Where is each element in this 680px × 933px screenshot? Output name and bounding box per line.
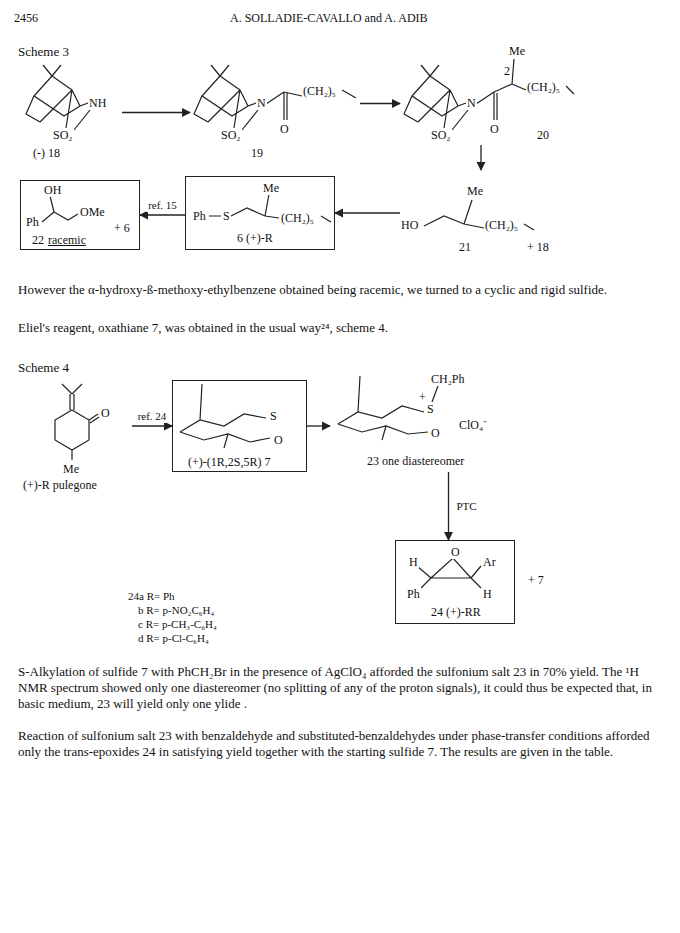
sultam-compound: NH SO₂ (-) 18 [22, 62, 122, 163]
atom-label: N [256, 96, 267, 110]
alcohol-compound: MeHO (CH₂)₅ 21 + 18 [400, 170, 562, 257]
atom-label: (CH₂)₅ [302, 84, 337, 98]
reaction-arrow [140, 214, 185, 215]
atom-label: SO₂ [430, 128, 452, 142]
substituent-entry: c R= p-CH₃-C₆H₄ [138, 616, 217, 632]
atom-label: N [466, 96, 477, 110]
atom-label: OH [43, 183, 62, 197]
atom-label: SO₂ [52, 128, 74, 142]
atom-label: S [222, 209, 231, 223]
atom-label: O [100, 406, 111, 420]
reaction-arrow [132, 425, 172, 426]
atom-label: H [408, 555, 419, 569]
sultam-skeleton [26, 65, 90, 130]
atom-label: S [426, 402, 435, 416]
hydroxy-ether-bonds [42, 196, 78, 222]
atom-label: (-) 18 [32, 146, 61, 160]
atom-label: (+)-(1R,2S,5R) 7 [187, 455, 271, 469]
reagent-label: ref. 24 [136, 410, 169, 423]
atom-label: (CH₂)₅ [280, 211, 315, 225]
atom-label: S [269, 409, 278, 423]
body-paragraph: Eliel's reagent, oxathiane 7, was obtain… [18, 320, 663, 336]
atom-label: 2 [503, 64, 511, 78]
atom-label: 6 (+)-R [236, 231, 274, 245]
atom-label: 23 one diastereomer [366, 454, 465, 468]
coproduct-note: + 7 [528, 572, 544, 588]
atom-label: racemic [47, 233, 87, 247]
atom-label: O [450, 545, 461, 559]
atom-label: (CH₂)₅ [484, 218, 519, 232]
sulfonium-chair [338, 376, 438, 440]
epoxide-ring [417, 558, 481, 588]
atom-label: O [273, 433, 284, 447]
atom-label: SO₂ [220, 128, 242, 142]
sulfide-box: MePh S (CH₂)₅ 6 (+)-R [185, 176, 335, 250]
sultam-skeleton [194, 65, 258, 130]
acyl-sultam: N SO₂ (CH₂)₅ O 19 [190, 62, 360, 163]
atom-label: Me [262, 181, 280, 195]
atom-label: 22 [31, 233, 45, 247]
reaction-arrow [480, 145, 481, 170]
page-number: 2456 [14, 10, 38, 26]
product-box: OH OMePh 22racemic + 6 [20, 180, 140, 250]
atom-label: Ph [25, 215, 40, 229]
atom-label: + 6 [113, 221, 131, 235]
atom-label: OMe [79, 205, 106, 219]
atom-label: 20 [536, 128, 550, 142]
atom-label: HO [400, 218, 419, 232]
atom-label: CH₂Ph [430, 372, 466, 386]
atom-label: Me [466, 184, 484, 198]
reaction-arrow [307, 425, 330, 426]
atom-label: (+)-R pulegone [22, 478, 98, 492]
atom-label: NH [88, 96, 107, 110]
oxathiane-chair [180, 384, 270, 448]
pulegone-compound: O Me (+)-R pulegone [22, 378, 132, 495]
atom-label: Ph [192, 209, 207, 223]
body-paragraph: However the α-hydroxy-ß-methoxy-ethylben… [18, 282, 663, 298]
reaction-arrow [335, 212, 400, 213]
atom-label: (CH₂)₅ [526, 80, 561, 94]
reagent-label: PTC [455, 500, 479, 513]
reaction-arrow [122, 112, 190, 113]
oxathiane-box: SO(+)-(1R,2S,5R) 7 [172, 380, 307, 472]
atom-label: ClO₄⁻ [458, 418, 488, 432]
atom-label: 24 (+)-RR [430, 605, 482, 619]
alkylated-sultam: Me 2N SO₂ (CH₂)₅ O 20 [400, 44, 578, 145]
substituent-entry: d R= p-Cl-C₆H₄ [138, 630, 209, 646]
reaction-arrow [360, 103, 400, 104]
atom-label: Ar [482, 555, 497, 569]
atom-label: O [430, 426, 441, 440]
pulegone-ring [55, 384, 99, 460]
substituent-entry: b R= p-NO₂C₆H₄ [138, 602, 214, 618]
atom-label: + 18 [526, 240, 550, 254]
scheme-title: Scheme 4 [18, 360, 69, 376]
atom-label: O [489, 122, 500, 136]
reagent-label: ref. 15 [146, 199, 179, 212]
sulfonium-salt: CH₂PhS+ O ClO₄⁻ 23 one diastereomer [330, 372, 502, 472]
body-paragraph: S-Alkylation of sulfide 7 with PhCH₂Br i… [18, 664, 663, 712]
atom-label: Me [62, 462, 80, 476]
epoxide-box: OHArPhH24 (+)-RR [395, 540, 515, 624]
body-paragraph: Reaction of sulfonium salt 23 with benza… [18, 728, 663, 760]
atom-label: H [482, 587, 493, 601]
atom-label: 19 [250, 146, 264, 160]
atom-label: + [418, 390, 427, 404]
scheme-title: Scheme 3 [18, 44, 69, 60]
atom-label: Ph [406, 587, 421, 601]
atom-label: O [279, 122, 290, 136]
acyl-chain [476, 59, 574, 120]
sultam-skeleton [404, 65, 468, 130]
running-head: A. SOLLADIE-CAVALLO and A. ADIB [230, 10, 428, 26]
substituent-entry: 24a R= Ph [128, 588, 175, 604]
reaction-arrow [448, 472, 449, 540]
atom-label: 21 [458, 240, 472, 254]
atom-label: Me [508, 44, 526, 58]
